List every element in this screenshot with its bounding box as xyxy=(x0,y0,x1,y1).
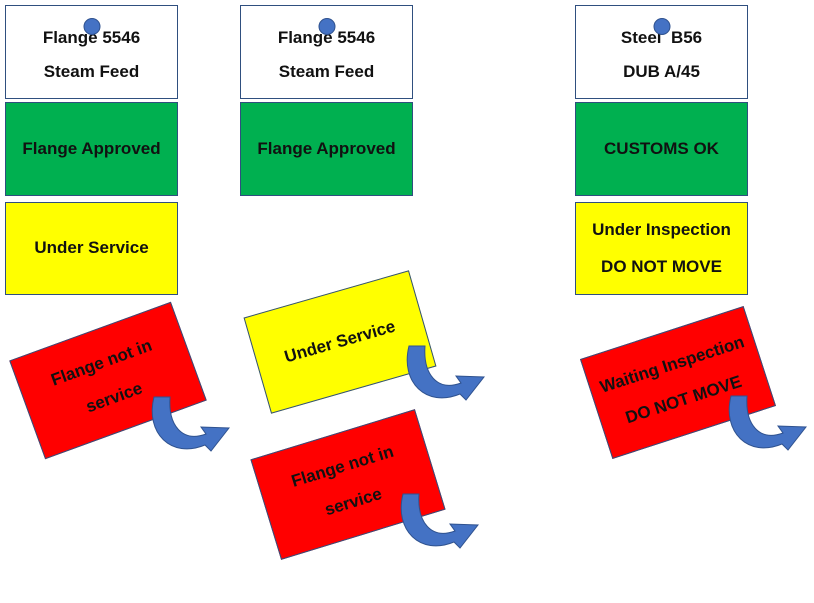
status-label: Flange Approved xyxy=(22,138,161,158)
header-line-1: Flange 5546 xyxy=(42,27,141,47)
pin-icon xyxy=(653,18,670,35)
curved-arrow-icon xyxy=(400,493,479,549)
steel-header-card-3: Steel B56 DUB A/45 xyxy=(575,5,748,99)
status-label: CUSTOMS OK xyxy=(604,138,719,158)
curved-arrow-icon xyxy=(728,395,807,451)
customs-ok-card-3: CUSTOMS OK xyxy=(575,102,748,196)
header-line-2: Steam Feed xyxy=(278,62,375,81)
inspection-line-2: DO NOT MOVE xyxy=(601,256,722,276)
header-line-2: Steam Feed xyxy=(43,62,140,81)
tag-line-2: service xyxy=(322,483,384,519)
under-service-card-1: Under Service xyxy=(5,202,178,295)
pin-icon xyxy=(318,18,335,35)
flange-approved-card-1: Flange Approved xyxy=(5,102,178,196)
service-label: Under Service xyxy=(282,316,398,367)
under-inspection-card-3: Under Inspection DO NOT MOVE xyxy=(575,202,748,295)
flange-header-card-1: Flange 5546 Steam Feed xyxy=(5,5,178,99)
curved-arrow-icon xyxy=(151,396,230,452)
tag-line-2: service xyxy=(83,377,145,416)
header-line-1: Steel B56 xyxy=(620,27,703,47)
service-label: Under Service xyxy=(34,238,149,258)
inspection-line-1: Under Inspection xyxy=(592,220,731,240)
pin-icon xyxy=(83,18,100,35)
header-line-2: DUB A/45 xyxy=(623,62,700,81)
status-label: Flange Approved xyxy=(257,138,396,158)
header-line-1: Flange 5546 xyxy=(277,27,376,47)
curved-arrow-icon xyxy=(406,345,485,401)
flange-header-card-2: Flange 5546 Steam Feed xyxy=(240,5,413,99)
tag-line-1: Flange not in xyxy=(289,441,396,491)
flange-approved-card-2: Flange Approved xyxy=(240,102,413,196)
